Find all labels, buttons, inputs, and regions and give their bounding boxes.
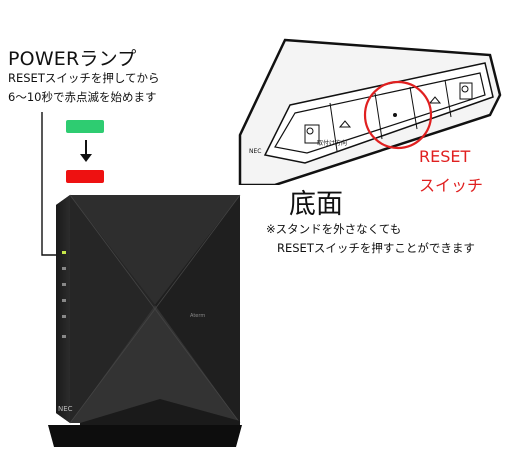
stand-direction-text: 取付け方向 bbox=[317, 139, 347, 147]
power-lamp-desc-line1: RESETスイッチを押してから bbox=[8, 71, 160, 85]
reset-highlight-circle bbox=[363, 80, 433, 150]
router-illustration: Aterm NEC bbox=[48, 194, 242, 447]
router-brand-logo: NEC bbox=[58, 405, 73, 413]
note-line2: RESETスイッチを押すことができます bbox=[277, 241, 475, 255]
bottom-view-illustration: 取付け方向 NEC bbox=[238, 38, 502, 185]
router-model-text: Aterm bbox=[190, 313, 205, 319]
reset-switch-label-line2: スイッチ bbox=[419, 176, 484, 195]
bottom-brand-logo: NEC bbox=[249, 148, 261, 155]
power-lamp-desc-line2: 6〜10秒で赤点滅を始めます bbox=[8, 90, 157, 104]
power-lamp-title: POWERランプ bbox=[8, 48, 137, 70]
note-line1: ※スタンドを外さなくても bbox=[266, 222, 402, 236]
bottom-title: 底面 bbox=[289, 189, 343, 220]
down-arrow-icon bbox=[80, 140, 92, 162]
red-lamp-indicator bbox=[66, 170, 104, 183]
green-lamp-indicator bbox=[66, 120, 104, 133]
reset-switch-label-line1: RESET bbox=[419, 147, 471, 166]
